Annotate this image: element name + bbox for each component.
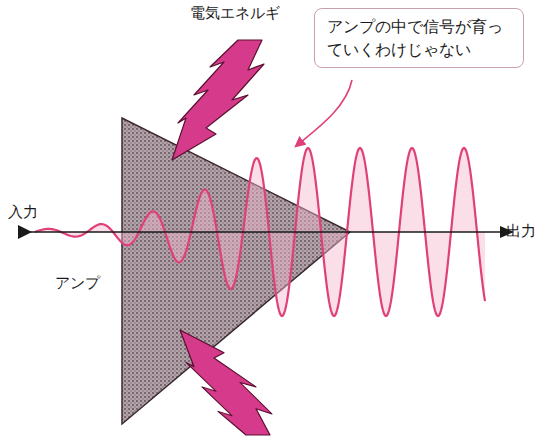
energy-bolt [180, 330, 272, 435]
callout-pointer [296, 80, 352, 146]
input-marker [18, 225, 32, 239]
callout-box: アンプの中で信号が育っていくわけじゃない [314, 8, 524, 68]
amplifier-label: アンプ [55, 274, 100, 292]
output-label: 出力 [506, 222, 536, 240]
energy-label: 電気エネルギ [190, 4, 280, 22]
energy-bolt [172, 40, 264, 160]
signal-axis [30, 231, 500, 233]
callout-text: アンプの中で信号が育っていくわけじゃない [327, 15, 511, 61]
input-label: 入力 [8, 203, 38, 221]
